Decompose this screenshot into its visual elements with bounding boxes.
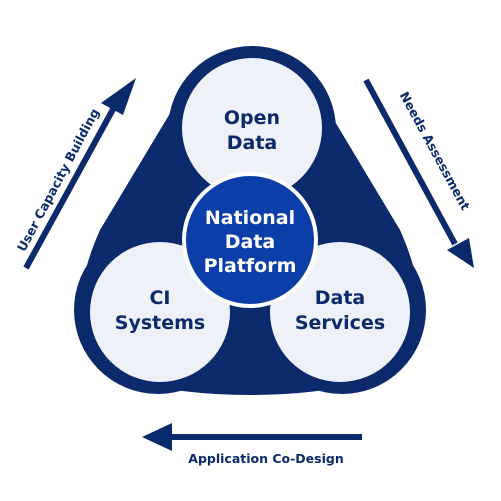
application-codesign-label: Application Co-Design: [188, 451, 343, 466]
top-node-label-line1: Open: [224, 107, 280, 129]
right-node-label-line1: Data: [315, 287, 366, 309]
top-node-circle: [182, 58, 322, 198]
application-codesign-arrowhead: [142, 423, 172, 451]
user-capacity-arrowhead: [101, 78, 136, 115]
center-circle: [186, 176, 314, 304]
center-label-line2: Data: [225, 231, 276, 253]
user-capacity-arrow: [23, 78, 136, 270]
left-node-label-line2: Systems: [115, 312, 205, 334]
center-label-line3: Platform: [204, 255, 297, 277]
left-node-label-line1: CI: [149, 287, 170, 309]
needs-assessment-arrow: [363, 78, 474, 268]
needs-assessment-arrowhead: [447, 238, 474, 268]
user-capacity-label: User Capacity Building: [14, 106, 102, 254]
needs-assessment-arrow-shaft: [363, 78, 458, 246]
center-label-line1: National: [205, 207, 295, 229]
user-capacity-arrow-shaft: [23, 100, 120, 270]
needs-assessment-label: Needs Assessment: [397, 89, 473, 213]
right-node-label-line2: Services: [295, 312, 385, 334]
application-codesign-arrow: [142, 423, 362, 451]
top-node-label-line2: Data: [227, 132, 278, 154]
